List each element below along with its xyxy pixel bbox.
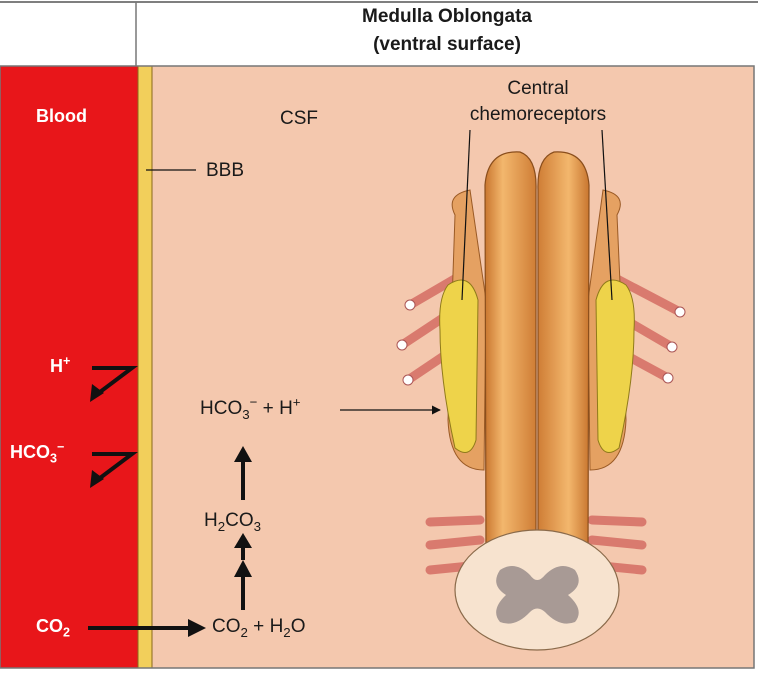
- hco3-return-arrow: [92, 452, 138, 483]
- blood-co2: CO2: [36, 616, 71, 640]
- gray-matter: [496, 566, 579, 624]
- reaction-carbonic-acid: H2CO3: [204, 510, 262, 534]
- csf-label: CSF: [280, 108, 318, 129]
- blood-h-ion: H+: [50, 354, 71, 376]
- receptor-pointer-right: [601, 129, 613, 301]
- reaction-dissociated: HCO3− + H+: [200, 394, 301, 422]
- blood-label: Blood: [36, 106, 87, 126]
- title-line-2: (ventral surface): [373, 34, 521, 55]
- bbb-barrier: [138, 66, 152, 668]
- receptor-label-line-2: chemoreceptors: [469, 104, 607, 125]
- medulla-right-column: [537, 151, 590, 561]
- bbb-label: BBB: [206, 160, 245, 181]
- reaction-co2-water: CO2 + H2O: [212, 616, 306, 640]
- chemoreceptor-area-right: [595, 279, 635, 453]
- medulla-left-column: [484, 151, 537, 561]
- receptor-label-line-1: Central: [507, 78, 569, 99]
- chemoreceptor-area-left: [439, 279, 479, 453]
- h-return-arrow: [92, 366, 138, 397]
- blood-hco3-ion: HCO3−: [10, 440, 65, 466]
- receptor-pointer-left: [461, 129, 471, 301]
- title-line-1: Medulla Oblongata: [362, 6, 532, 27]
